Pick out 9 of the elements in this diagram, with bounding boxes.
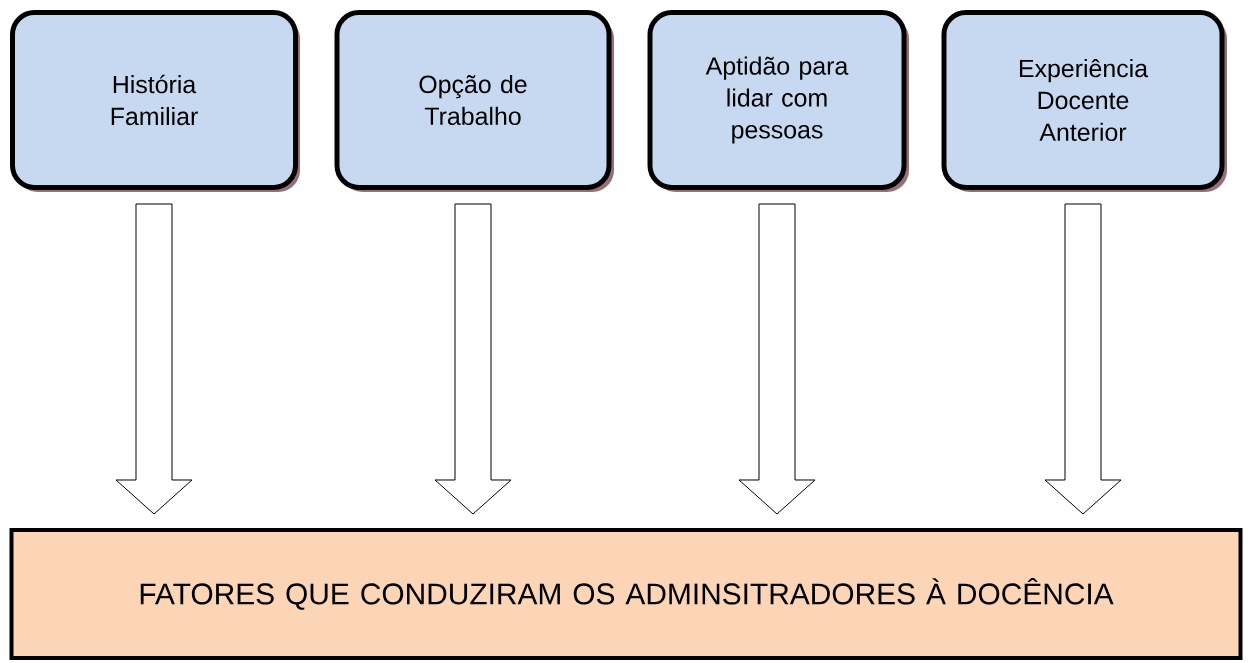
process-box: Experiência Docente Anterior [941, 10, 1227, 192]
block-arrow [115, 203, 193, 515]
block-arrow [738, 203, 816, 515]
result-box: FATORES QUE CONDUZIRAM OS ADMINSITRADORES À DOCÊNCIA [9, 528, 1243, 660]
process-box: Opção de Trabalho [334, 10, 614, 192]
process-box: Aptidão para lidar com pessoas [647, 10, 909, 192]
block-arrow [1044, 203, 1122, 515]
block-arrow [434, 203, 512, 515]
process-box: História Familiar [10, 10, 300, 192]
